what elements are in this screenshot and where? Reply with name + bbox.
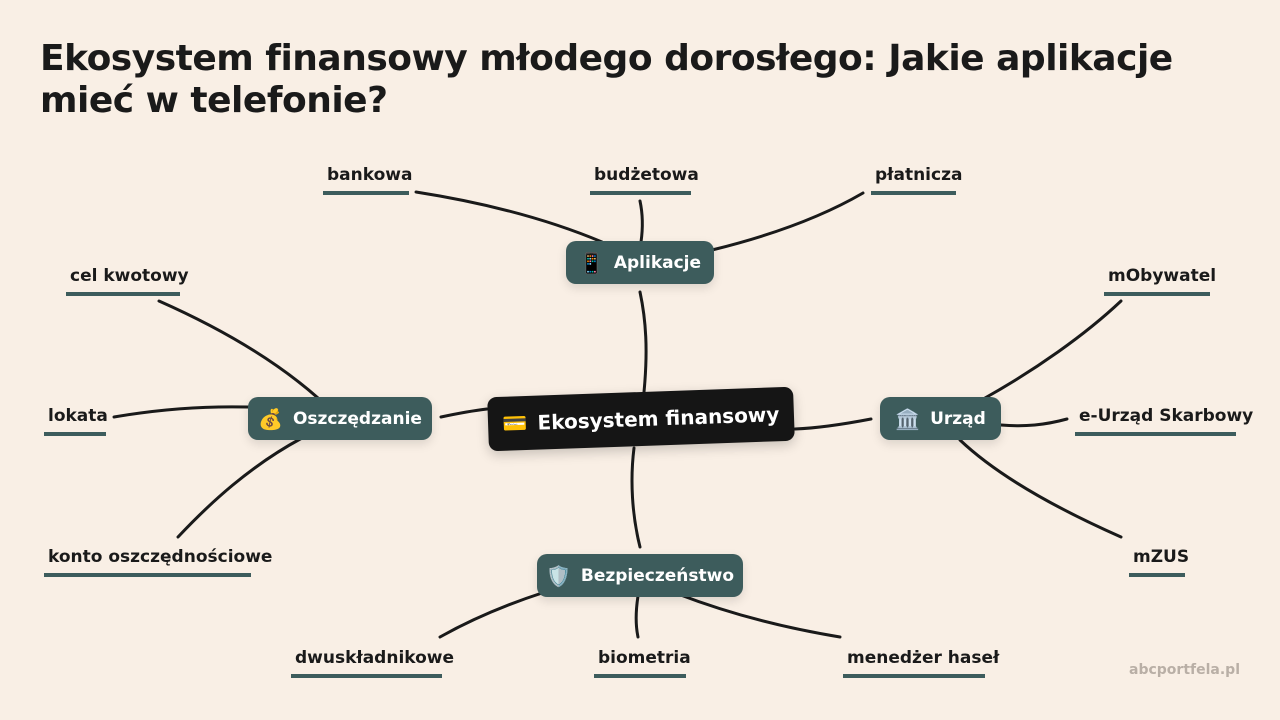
link-oszczedzanie-lokata — [112, 405, 250, 419]
branch-node-aplikacje: 📱 Aplikacje — [566, 241, 714, 284]
link-bezp-dwusk — [438, 590, 547, 639]
credit-card-icon: 💳 — [502, 410, 528, 436]
link-aplikacje-budzetowa — [638, 199, 644, 244]
leaf-budzetowa: budżetowa — [590, 165, 699, 195]
branch-node-urzad: 🏛️ Urząd — [880, 397, 1001, 440]
link-urzad-eurzad — [999, 417, 1069, 428]
branch-node-oszczedzanie: 💰 Oszczędzanie — [248, 397, 432, 440]
leaf-mobywatel: mObywatel — [1104, 266, 1216, 296]
link-center-oszczedzanie — [439, 407, 489, 419]
link-urzad-mzus — [958, 438, 1123, 539]
link-center-urzad — [793, 417, 873, 431]
link-aplikacje-platnicza — [710, 191, 865, 252]
branch-node-bezpieczenstwo: 🛡️ Bezpieczeństwo — [537, 554, 743, 597]
leaf-lokata: lokata — [44, 406, 108, 436]
money-bag-icon: 💰 — [258, 406, 283, 431]
leaf-dwuskladnikowe: dwuskładnikowe — [291, 648, 454, 678]
leaf-konto-oszczednosciowe: konto oszczędnościowe — [44, 547, 272, 577]
link-bezp-biometria — [634, 594, 640, 639]
leaf-biometria: biometria — [594, 648, 691, 678]
link-bezp-menedzer — [676, 592, 842, 639]
center-node: 💳 Ekosystem finansowy — [487, 386, 795, 452]
link-oszczedzanie-konto — [176, 436, 304, 539]
leaf-cel-kwotowy: cel kwotowy — [66, 266, 189, 296]
diagram-title: Ekosystem finansowy młodego dorosłego: J… — [40, 38, 1173, 121]
link-urzad-mobywatel — [983, 299, 1123, 400]
government-building-icon: 🏛️ — [895, 406, 921, 431]
branch-label-aplikacje: Aplikacje — [613, 252, 702, 273]
link-center-aplikacje — [638, 290, 648, 394]
shield-icon: 🛡️ — [545, 563, 571, 588]
leaf-bankowa: bankowa — [323, 165, 412, 195]
branch-label-urzad: Urząd — [930, 408, 986, 429]
branch-label-bezpieczenstwo: Bezpieczeństwo — [580, 565, 735, 586]
link-oszczedzanie-cel — [157, 299, 320, 400]
mobile-phone-icon: 📱 — [578, 250, 604, 275]
leaf-mzus: mZUS — [1129, 547, 1189, 577]
watermark: abcportfela.pl — [1129, 662, 1240, 678]
leaf-menedzer-hasel: menedżer haseł — [843, 648, 999, 678]
leaf-platnicza: płatnicza — [871, 165, 962, 195]
link-aplikacje-bankowa — [414, 190, 604, 244]
branch-label-oszczedzanie: Oszczędzanie — [292, 408, 422, 429]
center-node-label: Ekosystem finansowy — [537, 402, 780, 435]
link-center-bezpieczenstwo — [630, 446, 642, 549]
leaf-e-urzad-skarbowy: e-Urząd Skarbowy — [1075, 406, 1253, 436]
